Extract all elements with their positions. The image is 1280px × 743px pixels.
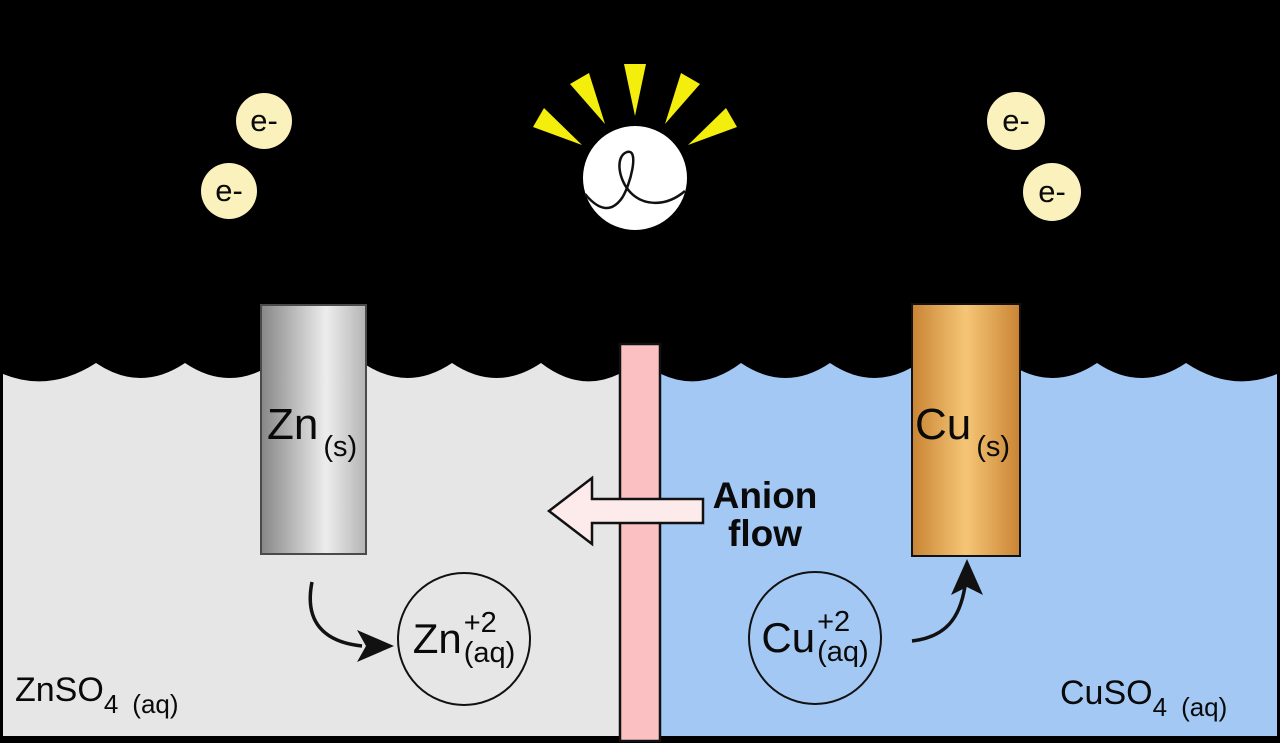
- light-ray: [570, 73, 605, 124]
- light-ray: [688, 108, 737, 145]
- cu-ion-circle: [748, 571, 882, 705]
- electron-circle: [201, 163, 257, 219]
- anion-flow-arrow: [546, 475, 705, 547]
- zn-ion-circle: [397, 572, 531, 706]
- bulb-filament: [584, 150, 686, 210]
- light-ray: [665, 73, 700, 124]
- reduction-arrow: [911, 559, 983, 643]
- electron-circle: [236, 93, 292, 149]
- light-ray: [624, 64, 646, 116]
- salt-bridge: [618, 342, 662, 743]
- light-bulb-icon: [583, 126, 687, 230]
- electron-circle: [987, 92, 1045, 150]
- light-rays: [533, 64, 737, 145]
- zinc-electrode: [260, 304, 367, 555]
- electron-circles: [201, 92, 1081, 221]
- light-ray: [533, 108, 582, 145]
- electron-circle: [1023, 163, 1081, 221]
- copper-electrode: [911, 303, 1021, 557]
- oxidation-arrow: [308, 581, 394, 662]
